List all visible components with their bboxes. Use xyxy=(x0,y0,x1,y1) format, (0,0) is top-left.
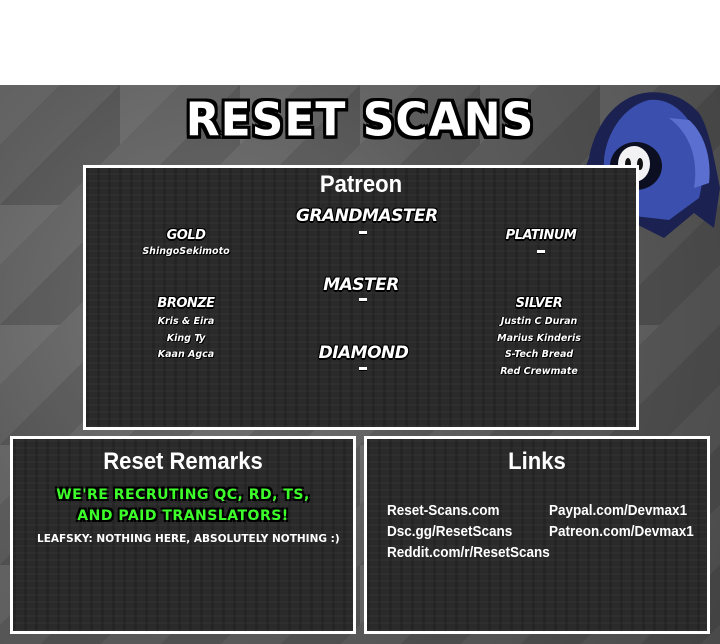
list-item: King Ty xyxy=(166,332,206,344)
silver-names: Justin C Duran Marius Kinderis S-Tech Br… xyxy=(479,314,599,380)
remarks-heading: Reset Remarks xyxy=(103,448,263,475)
tier-bronze-label: BRONZE xyxy=(157,296,215,311)
link-reset-scans[interactable]: Reset-Scans.com xyxy=(387,502,500,519)
tier-master-label: MASTER xyxy=(323,275,399,295)
list-item: Red Crewmate xyxy=(500,365,578,377)
gold-name: ShingoSekimoto xyxy=(142,246,230,257)
tier-platinum-label: PLATINUM xyxy=(505,228,577,243)
link-discord[interactable]: Dsc.gg/ResetScans xyxy=(387,523,513,540)
patreon-heading: Patreon xyxy=(319,171,403,198)
platinum-empty-dash xyxy=(537,250,545,253)
bronze-names: Kris & Eira King Ty Kaan Agca xyxy=(126,314,246,364)
list-item: Justin C Duran xyxy=(500,316,578,327)
grandmaster-empty-dash xyxy=(359,231,367,234)
tier-silver-label: SILVER xyxy=(515,296,563,311)
tier-diamond-label: DIAMOND xyxy=(318,343,409,363)
link-patreon[interactable]: Patreon.com/Devmax1 xyxy=(549,523,694,540)
list-item: Kaan Agca xyxy=(157,349,215,360)
diamond-empty-dash xyxy=(359,367,367,370)
tier-grandmaster-label: GRANDMASTER xyxy=(296,206,438,226)
remarks-panel: Reset Remarks WE'RE RECRUTING QC, RD, TS… xyxy=(10,436,356,634)
tier-gold-label: GOLD xyxy=(166,228,206,243)
recruit-line-1: WE'RE RECRUTING QC, RD, TS, xyxy=(56,487,310,503)
patreon-panel: Patreon GRANDMASTER GOLD ShingoSekimoto … xyxy=(83,165,639,430)
page-title: RESET SCANS xyxy=(185,93,535,148)
list-item: S-Tech Bread xyxy=(504,349,574,360)
recruit-line-2: AND PAID TRANSLATORS! xyxy=(77,508,289,524)
list-item: Kris & Eira xyxy=(157,316,215,327)
link-paypal[interactable]: Paypal.com/Devmax1 xyxy=(549,502,688,519)
links-panel: Links Reset-Scans.com Dsc.gg/ResetScans … xyxy=(364,436,710,634)
link-reddit[interactable]: Reddit.com/r/ResetScans xyxy=(387,544,550,561)
leafsky-note: LEAFSKY: NOTHING HERE, ABSOLUTELY NOTHIN… xyxy=(37,533,340,545)
master-empty-dash xyxy=(359,298,367,301)
links-heading: Links xyxy=(508,448,566,475)
list-item: Marius Kinderis xyxy=(497,332,581,344)
